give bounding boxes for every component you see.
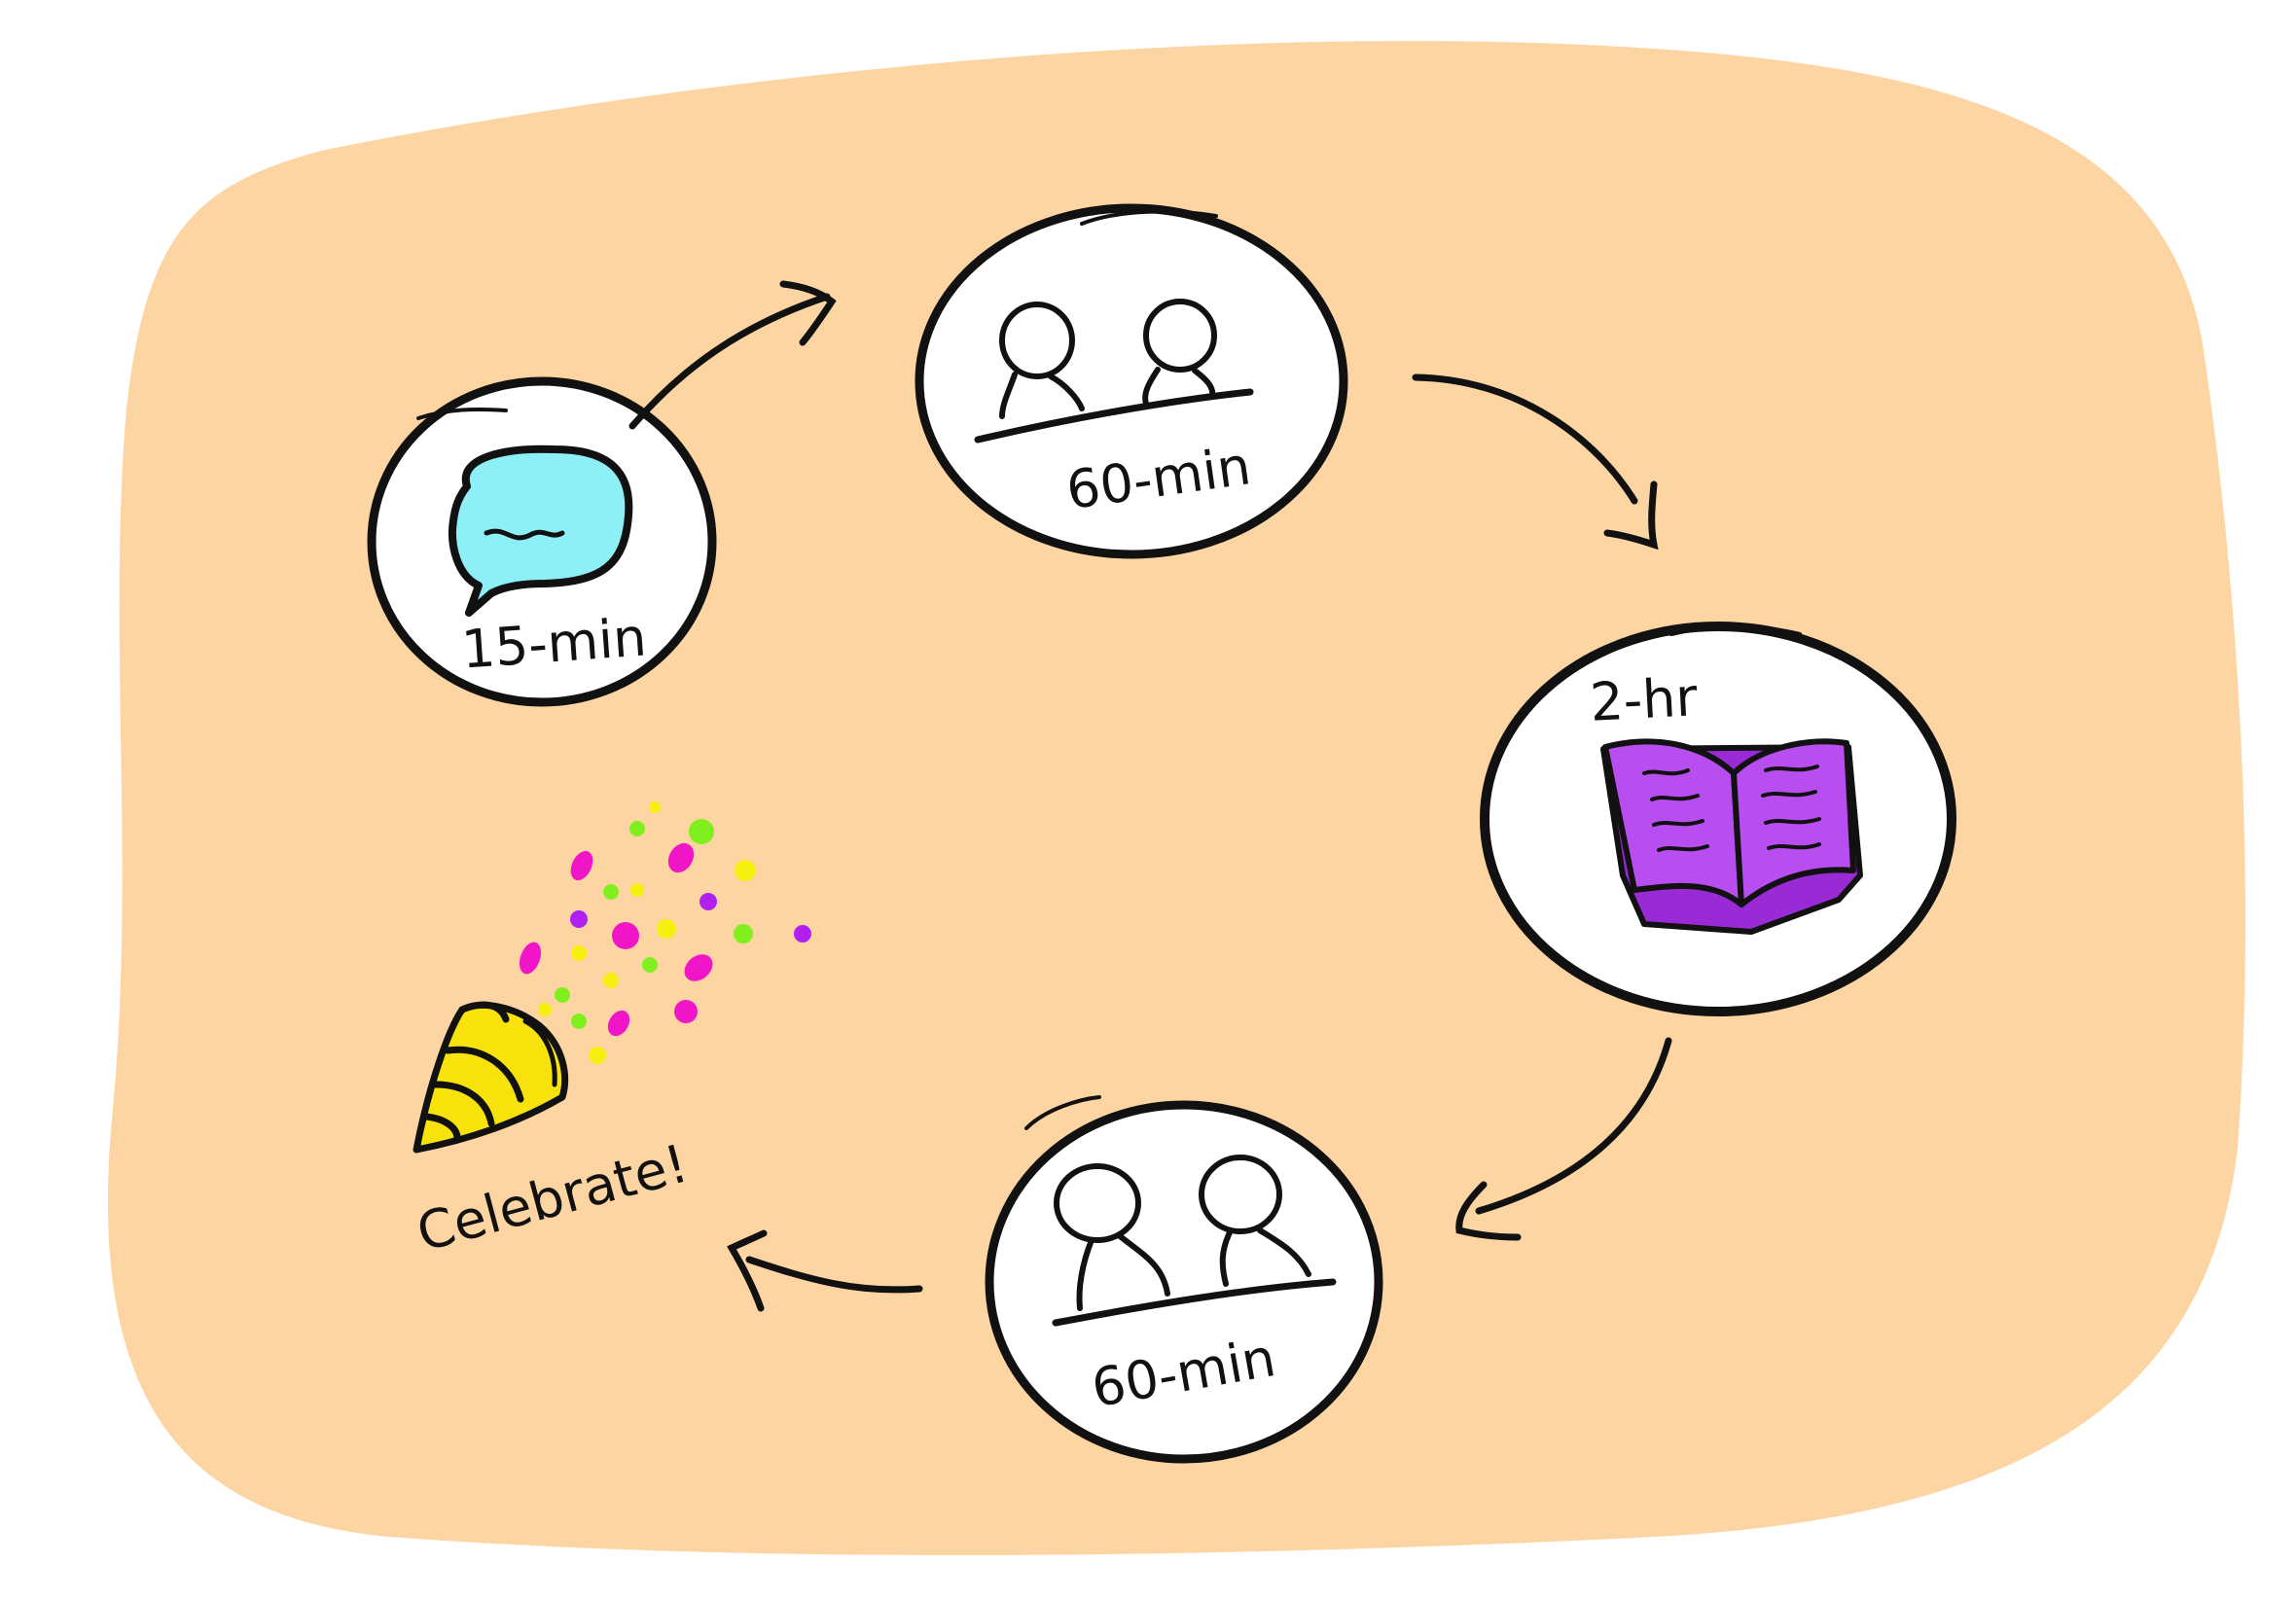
arrow-step2-to-step3 <box>1412 373 1659 551</box>
arrow-step4-to-celebrate <box>727 1229 923 1312</box>
arrow-step3-to-step4 <box>1455 1037 1672 1241</box>
step-circle-4: 60-min <box>985 1095 1383 1464</box>
step-circle-2: 60-min <box>915 203 1348 559</box>
two-people-icon <box>1052 1155 1337 1327</box>
arrow-step1-to-step2 <box>628 280 837 430</box>
two-people-icon <box>974 299 1254 444</box>
step-label-1: 15-min <box>459 606 648 680</box>
confetti <box>519 801 811 1064</box>
speech-bubble-icon <box>448 444 633 617</box>
open-book-icon <box>1600 738 1863 935</box>
step-circle-3: 2-hr <box>1480 622 1956 1016</box>
step-label-3: 2-hr <box>1589 666 1700 733</box>
party-popper-icon <box>413 1001 569 1154</box>
step-circle-1: 15-min <box>367 376 717 707</box>
